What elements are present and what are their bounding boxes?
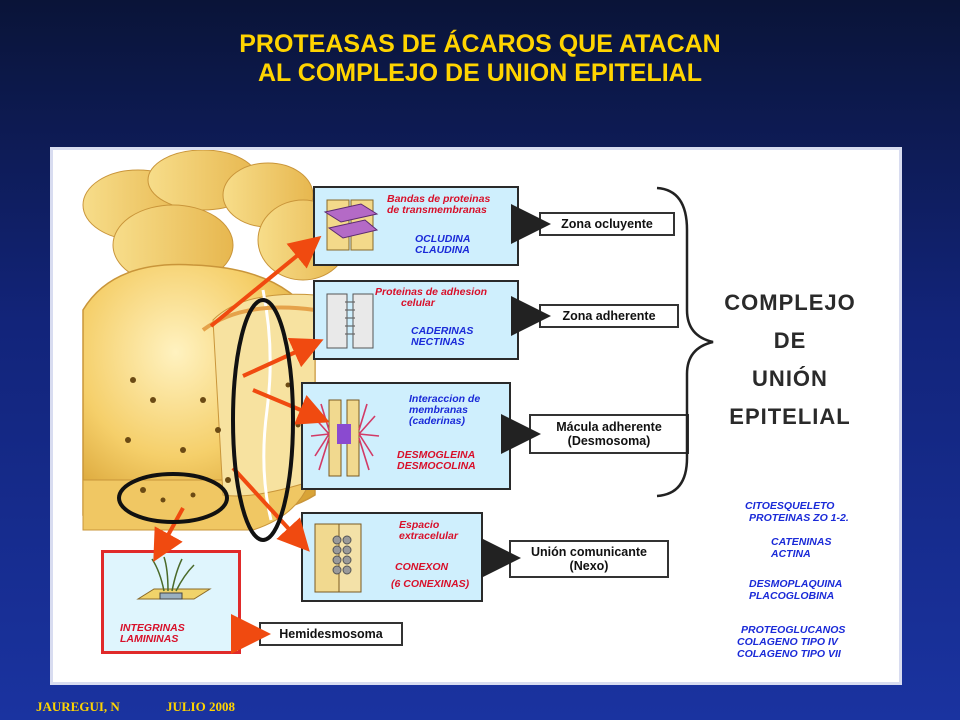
adherente-proteins: CADERINAS NECTINAS xyxy=(411,325,474,348)
ocluyente-box: Bandas de proteinas de transmembranas OC… xyxy=(313,186,519,266)
adherente-heading: Proteinas de adhesion celular xyxy=(375,286,488,309)
cell-tops xyxy=(82,150,349,286)
complejo-title: COMPLEJO DE UNIÓN EPITELIAL xyxy=(724,290,856,429)
footer-date: JULIO 2008 xyxy=(166,699,235,714)
macula-proteins: DESMOGLEINA DESMOCOLINA xyxy=(397,449,476,472)
zona-ocluyente-label: Zona ocluyente xyxy=(539,212,675,236)
hemidesmosoma-label: Hemidesmosoma xyxy=(259,622,403,646)
comunicante-proteins: CONEXON (6 CONEXINAS) xyxy=(391,561,470,590)
hemidesmosoma-proteins: INTEGRINAS LAMININAS xyxy=(120,622,185,645)
comunicante-box: Espacio extracelular CONEXON (6 CONEXINA… xyxy=(301,512,483,602)
note-desmoplaquina: DESMOPLAQUINA PLACOGLOBINA xyxy=(749,578,843,602)
tight-junction-icon xyxy=(323,199,379,251)
note-proteoglucanos: PROTEOGLUCANOS COLAGENO TIPO IV COLAGENO… xyxy=(737,624,846,660)
footer-author: JAUREGUI, N xyxy=(36,699,120,714)
slide-title: PROTEASAS DE ÁCAROS QUE ATACAN AL COMPLE… xyxy=(0,30,960,88)
union-comunicante-label: Unión comunicante (Nexo) xyxy=(509,540,669,578)
comunicante-heading: Espacio extracelular xyxy=(399,519,458,542)
hemidesmosoma-box: INTEGRINAS LAMININAS xyxy=(101,550,241,654)
zona-adherente-label: Zona adherente xyxy=(539,304,679,328)
adherens-junction-icon xyxy=(326,293,374,349)
macula-heading: Interaccion de membranas (caderinas) xyxy=(409,393,481,427)
macula-adherente-label: Mácula adherente (Desmosoma) xyxy=(529,414,689,454)
hemidesmosome-icon xyxy=(136,556,212,600)
title-line-2: AL COMPLEJO DE UNION EPITELIAL xyxy=(257,59,703,87)
diagram-panel: Bandas de proteinas de transmembranas OC… xyxy=(50,147,902,685)
adherente-box: Proteinas de adhesion celular CADERINAS … xyxy=(313,280,519,360)
title-line-1: PROTEASAS DE ÁCAROS QUE ATACAN xyxy=(239,30,721,58)
macula-box: Interaccion de membranas (caderinas) DES… xyxy=(301,382,511,490)
desmosome-icon xyxy=(310,399,380,477)
ocluyente-heading: Bandas de proteinas de transmembranas xyxy=(387,193,491,216)
ocluyente-proteins: OCLUDINA CLAUDINA xyxy=(415,233,471,256)
gap-junction-icon xyxy=(314,523,362,593)
note-cateninas: CATENINAS ACTINA xyxy=(771,536,832,560)
note-citoesqueleto: CITOESQUELETO PROTEINAS ZO 1-2. xyxy=(745,500,849,524)
